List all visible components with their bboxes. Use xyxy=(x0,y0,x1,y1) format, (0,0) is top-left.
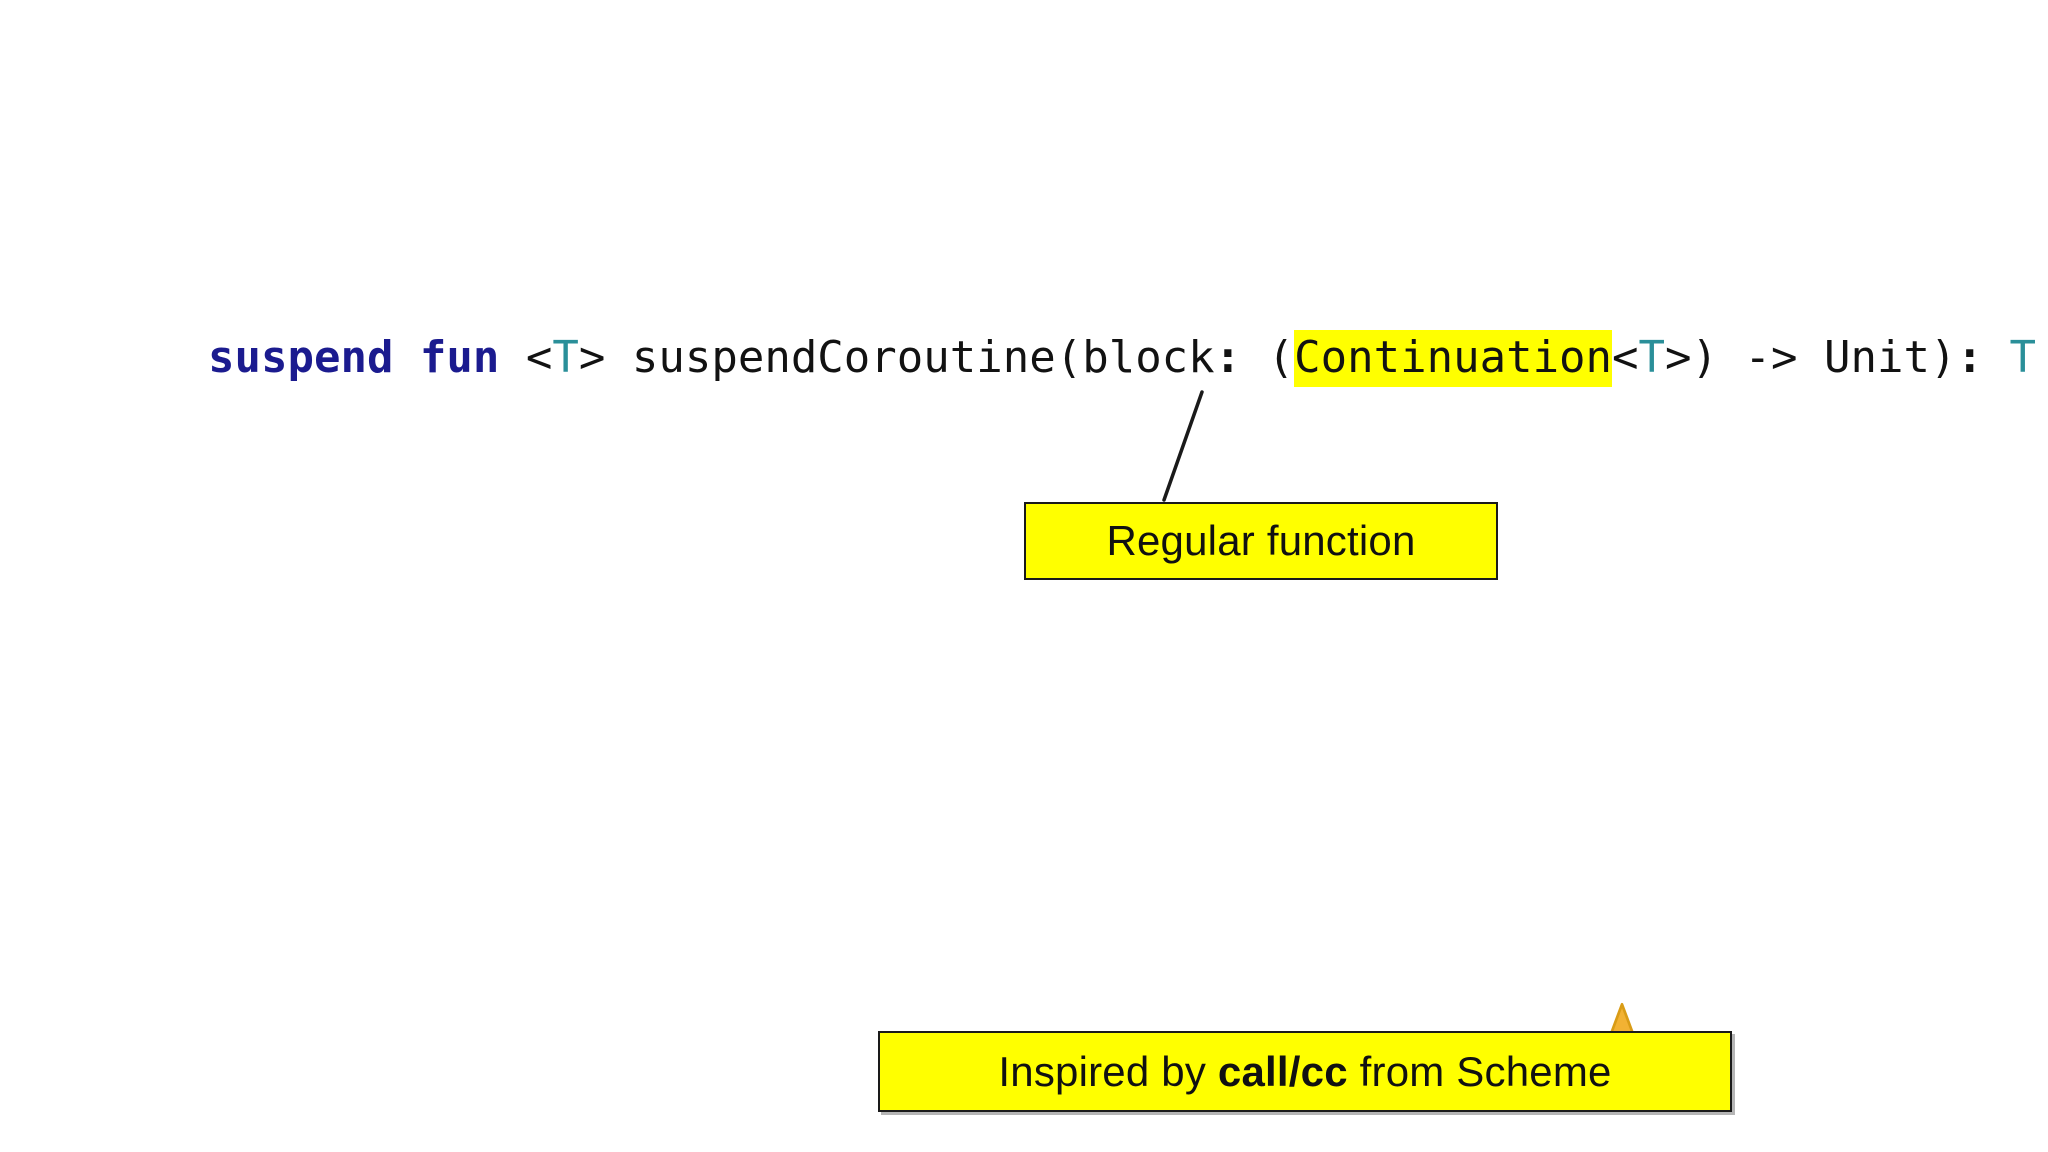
code-token-return-type: T xyxy=(1982,332,2036,383)
code-token-type-param-2: T xyxy=(1638,332,1666,383)
callout-regular-function-label: Regular function xyxy=(1106,517,1416,564)
callout-inspired-by-emphasis: call/cc xyxy=(1217,1047,1348,1095)
code-token-angle-open-2: < xyxy=(1612,332,1639,383)
code-token-angle-close-2: > xyxy=(1665,332,1692,383)
code-token-paren-close-1: ) xyxy=(1691,332,1719,383)
callout-inspired-by-box: Inspired by call/cc from Scheme xyxy=(878,1031,1732,1112)
code-token-angle-open: < xyxy=(525,332,553,383)
callout-regular-function: Regular function xyxy=(1024,502,1498,580)
leader-line xyxy=(1162,390,1204,502)
code-token-function-name: suspendCoroutine(block xyxy=(631,332,1215,383)
code-token-arrow: -> xyxy=(1718,332,1825,383)
callout-inspired-by: Inspired by call/cc from Scheme xyxy=(878,1000,1778,1152)
code-token-paren-open: ( xyxy=(1241,332,1295,383)
callout-inspired-by-text: Inspired by call/cc from Scheme xyxy=(998,1048,1611,1096)
code-token-paren-close-2: ) xyxy=(1929,332,1957,383)
code-token-angle-close: > xyxy=(578,332,632,383)
code-token-colon-return: : xyxy=(1956,332,1983,383)
code-signature-line: suspend fun <T> suspendCoroutine(block: … xyxy=(208,330,2036,387)
callout-inspired-by-prefix: Inspired by xyxy=(998,1047,1218,1095)
callout-inspired-by-suffix: from Scheme xyxy=(1347,1047,1612,1095)
code-token-unit: Unit xyxy=(1824,332,1930,383)
code-token-highlight-continuation: Continuation xyxy=(1294,330,1613,387)
code-token-colon-param: : xyxy=(1214,332,1242,383)
code-token-type-param-1: T xyxy=(552,332,579,383)
code-token-keyword-suspend-fun: suspend fun xyxy=(208,332,526,383)
